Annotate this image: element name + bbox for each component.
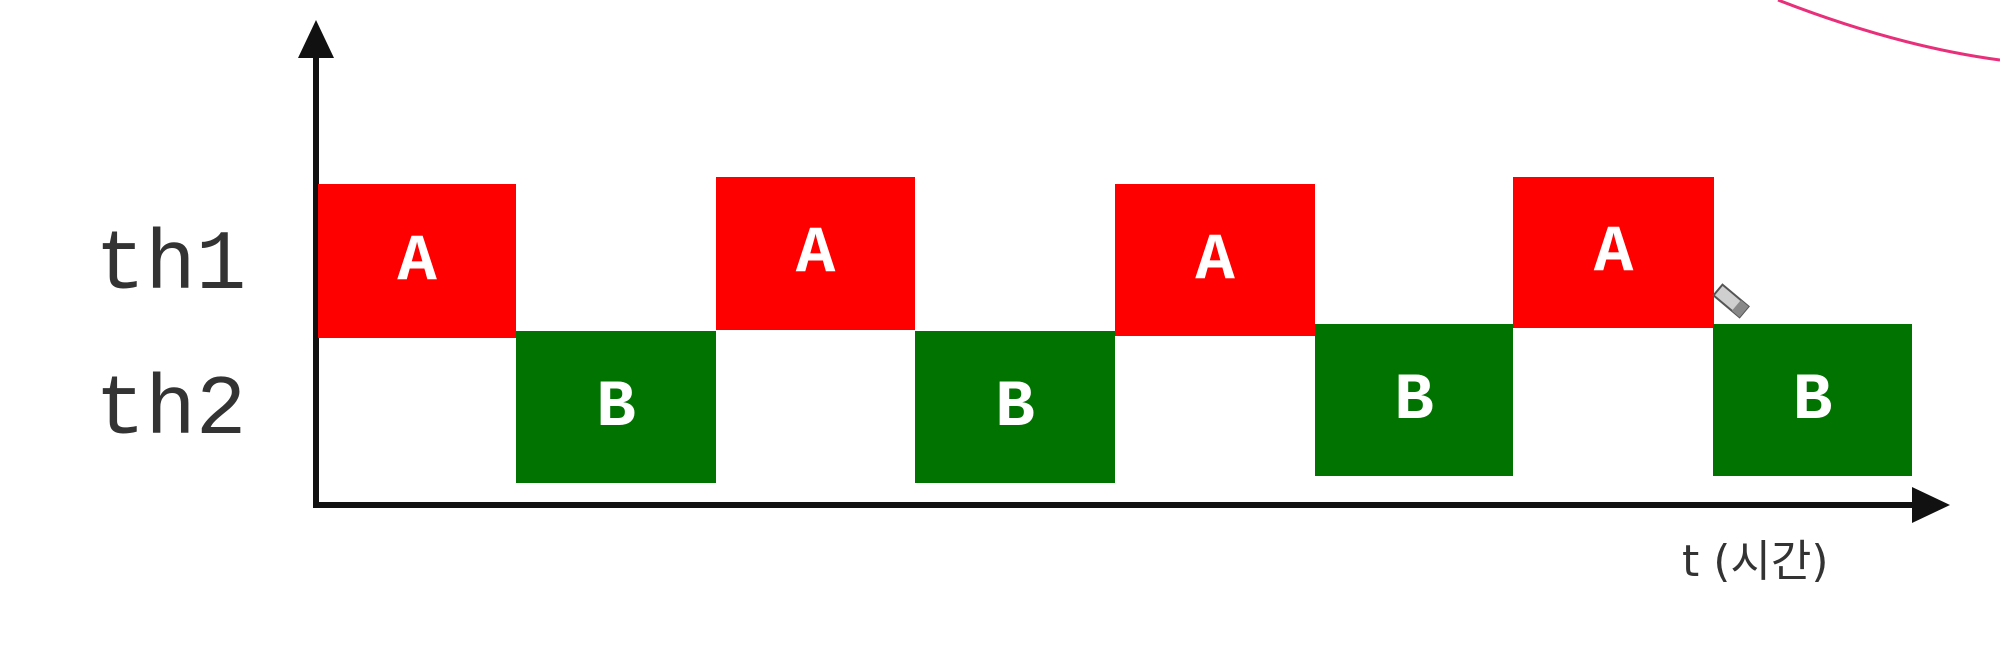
annotation-stroke: [1777, 0, 2000, 62]
y-axis-arrow-icon: [298, 20, 334, 58]
th2-block-b-2: B: [915, 331, 1115, 483]
th1-block-a-2: A: [716, 177, 915, 330]
th1-block-a-3: A: [1115, 184, 1315, 336]
thread-label-th1: th1: [95, 219, 247, 314]
pencil-cursor-icon: [1712, 283, 1750, 319]
thread-label-th2: th2: [95, 364, 247, 459]
th2-block-b-4: B: [1713, 324, 1912, 476]
time-axis-label: t (시간): [1682, 536, 1829, 587]
x-axis-arrow-icon: [1912, 487, 1950, 523]
th1-block-a-1: A: [318, 184, 516, 338]
th1-block-a-4: A: [1513, 177, 1714, 328]
th2-block-b-3: B: [1315, 324, 1513, 476]
th2-block-b-1: B: [516, 331, 716, 483]
